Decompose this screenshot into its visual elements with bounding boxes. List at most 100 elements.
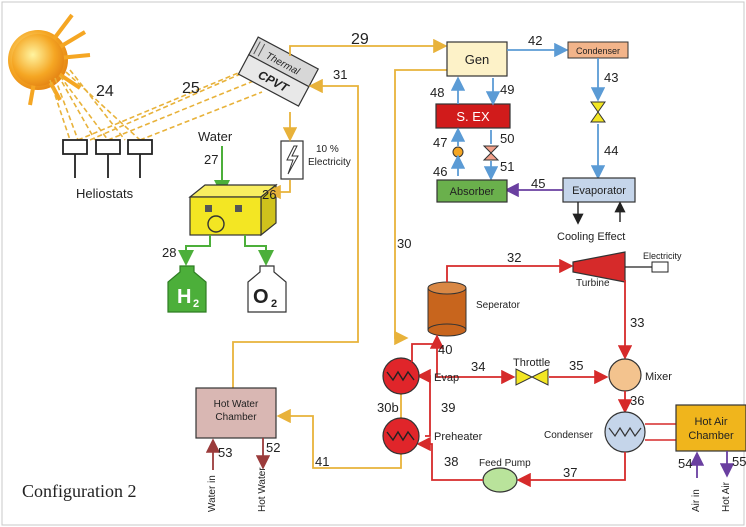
stream-40-arrow <box>411 334 445 362</box>
evap-label: Evap <box>434 372 459 384</box>
condenser-bottom-label: Condenser <box>544 430 594 441</box>
stream-34-arrow <box>436 336 516 385</box>
electricity-percent-label: 10 % <box>316 144 339 155</box>
o2-subscript: 2 <box>271 298 277 310</box>
stream-31-arrow <box>232 78 359 388</box>
state-32-label: 32 <box>507 250 521 265</box>
hot-air-label: Hot Air <box>721 481 732 512</box>
hot-air-chamber <box>675 404 746 452</box>
state-51-label: 51 <box>500 159 514 174</box>
state-31-label: 31 <box>333 67 347 82</box>
preheater-label: Preheater <box>434 431 483 443</box>
condenser-top-label: Condenser <box>576 46 620 56</box>
generator <box>446 41 508 77</box>
state-53-label: 53 <box>218 445 232 460</box>
stream-41-arrow <box>276 408 402 469</box>
electrolyzer <box>188 183 278 237</box>
turbine-electricity-label: Electricity <box>643 251 682 261</box>
state-45-label: 45 <box>531 176 545 191</box>
stream-26-arrow <box>266 180 291 200</box>
feed-pump-label: Feed Pump <box>479 458 531 469</box>
sun-rays <box>49 69 141 141</box>
stream-38-arrow <box>416 436 483 481</box>
h2-subscript: 2 <box>193 298 199 310</box>
state-36-label: 36 <box>630 393 644 408</box>
stream-28-arrow <box>178 235 211 266</box>
stream-39-arrow <box>416 368 431 437</box>
state-54-label: 54 <box>678 456 692 471</box>
state-52-label: 52 <box>266 440 280 455</box>
o2-label: O <box>253 286 269 308</box>
h2-o2-split-arrow <box>244 235 274 266</box>
state-27-label: 27 <box>204 152 218 167</box>
state-33-label: 33 <box>630 315 644 330</box>
state-28-label: 28 <box>162 245 176 260</box>
state-29-label: 29 <box>351 31 369 48</box>
o2-tank: O 2 <box>247 265 287 313</box>
hot-air-chamber-label-1: Hot Air <box>694 416 727 428</box>
evaporator <box>562 177 636 203</box>
hot-water-chamber <box>195 387 277 439</box>
air-in-label: Air in <box>691 489 702 512</box>
stream-32-arrow <box>446 258 574 282</box>
state-30-label: 30 <box>397 236 411 251</box>
hot-water-label: Hot Water <box>257 467 268 512</box>
evaporator-label: Evaporator <box>572 185 626 197</box>
mixer-label: Mixer <box>645 371 672 383</box>
sun-icon <box>8 13 91 106</box>
state-50-label: 50 <box>500 131 514 146</box>
hot-water-chamber-label-1: Hot Water <box>214 399 259 410</box>
mixer <box>608 358 642 392</box>
state-37-label: 37 <box>563 465 577 480</box>
hot-water-chamber-label-2: Chamber <box>215 412 257 423</box>
water-in-label: Water in <box>207 475 218 512</box>
reflected-rays <box>77 67 263 141</box>
state-55-label: 55 <box>732 454 746 469</box>
generator-icon <box>651 261 669 273</box>
turbine-label: Turbine <box>576 278 610 289</box>
state-30b-label: 30b <box>377 400 399 415</box>
stream-30-arrow <box>394 69 447 346</box>
state-38-label: 38 <box>444 454 458 469</box>
throttle-label: Throttle <box>513 357 550 369</box>
solution-pump-icon <box>452 146 464 158</box>
state-49-label: 49 <box>500 82 514 97</box>
state-39-label: 39 <box>441 400 455 415</box>
absorber <box>436 179 508 203</box>
evap-heat-exchanger <box>382 357 420 395</box>
expansion-valve-solution <box>482 145 500 161</box>
cpvt-panel: Thermal CPVT <box>237 36 320 107</box>
state-47-label: 47 <box>433 135 447 150</box>
state-42-label: 42 <box>528 33 542 48</box>
absorber-label: Absorber <box>450 186 495 198</box>
state-41-label: 41 <box>315 454 329 469</box>
cooling-effect-label: Cooling Effect <box>557 231 625 243</box>
solution-heat-exchanger <box>435 103 511 129</box>
state-43-label: 43 <box>604 70 618 85</box>
expansion-valve-top <box>590 101 606 123</box>
stream-37-arrow <box>516 452 626 488</box>
water-label: Water <box>198 129 233 144</box>
sex-label: S. EX <box>456 109 490 124</box>
h2-label: H <box>177 286 191 308</box>
condenser-bottom <box>604 411 646 453</box>
electricity-label: Electricity <box>308 157 351 168</box>
heliostats-icon <box>62 139 153 178</box>
h2-tank: H 2 <box>167 265 207 313</box>
condenser-air-lines <box>645 423 676 441</box>
state-34-label: 34 <box>471 359 485 374</box>
separator <box>427 281 467 337</box>
configuration-title: Configuration 2 <box>22 481 137 501</box>
state-24-label: 24 <box>96 83 114 100</box>
state-25-label: 25 <box>182 80 200 97</box>
separator-label: Seperator <box>476 300 521 311</box>
state-26-label: 26 <box>262 187 276 202</box>
feed-pump <box>482 467 518 493</box>
state-44-label: 44 <box>604 143 618 158</box>
state-35-label: 35 <box>569 358 583 373</box>
generator-label: Gen <box>465 52 490 67</box>
state-46-label: 46 <box>433 164 447 179</box>
electricity-icon <box>280 140 304 180</box>
preheater <box>382 417 420 455</box>
